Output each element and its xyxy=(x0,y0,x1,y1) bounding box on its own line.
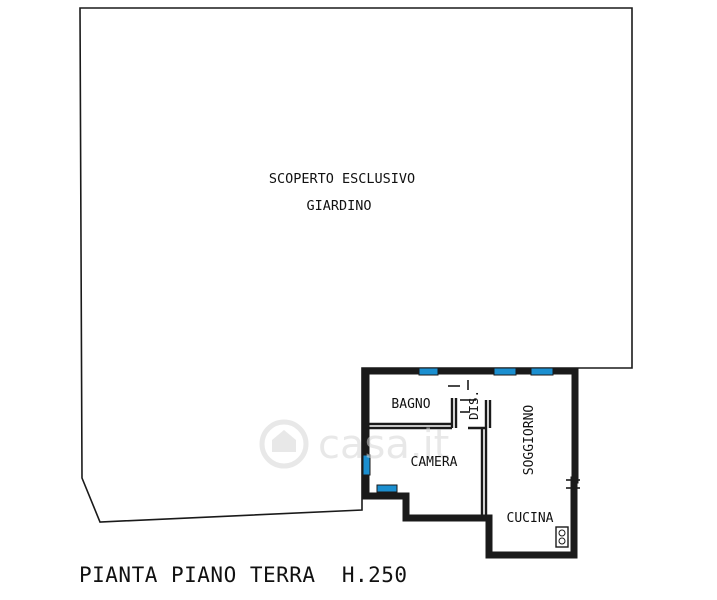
stove-burner-icon xyxy=(558,537,566,545)
plan-title: PIANTA PIANO TERRA H.250 xyxy=(79,563,408,587)
watermark-logo-icon xyxy=(259,419,309,469)
room-label-soggiorno: SOGGIORNO xyxy=(522,405,537,476)
room-label-cucina: CUCINA xyxy=(507,511,554,526)
room-label-camera: CAMERA xyxy=(411,455,458,470)
window-dis xyxy=(493,367,517,376)
garden-label-line2: GIARDINO xyxy=(306,198,371,214)
watermark-text: casa.it xyxy=(318,422,449,468)
window-bagno xyxy=(418,367,439,376)
window-camera-left xyxy=(362,454,371,476)
window-camera-bottom xyxy=(376,484,398,493)
building-outer-wall xyxy=(362,367,579,559)
garden-label-line1: SCOPERTO ESCLUSIVO xyxy=(269,171,415,187)
watermark-house-icon xyxy=(272,430,296,452)
room-label-dis: DIS. xyxy=(466,390,481,420)
watermark: casa.it xyxy=(259,419,449,469)
stove-burner-icon xyxy=(558,529,566,537)
garden-outline xyxy=(79,7,633,523)
window-soggiorno xyxy=(530,367,554,376)
room-label-bagno: BAGNO xyxy=(391,397,430,412)
